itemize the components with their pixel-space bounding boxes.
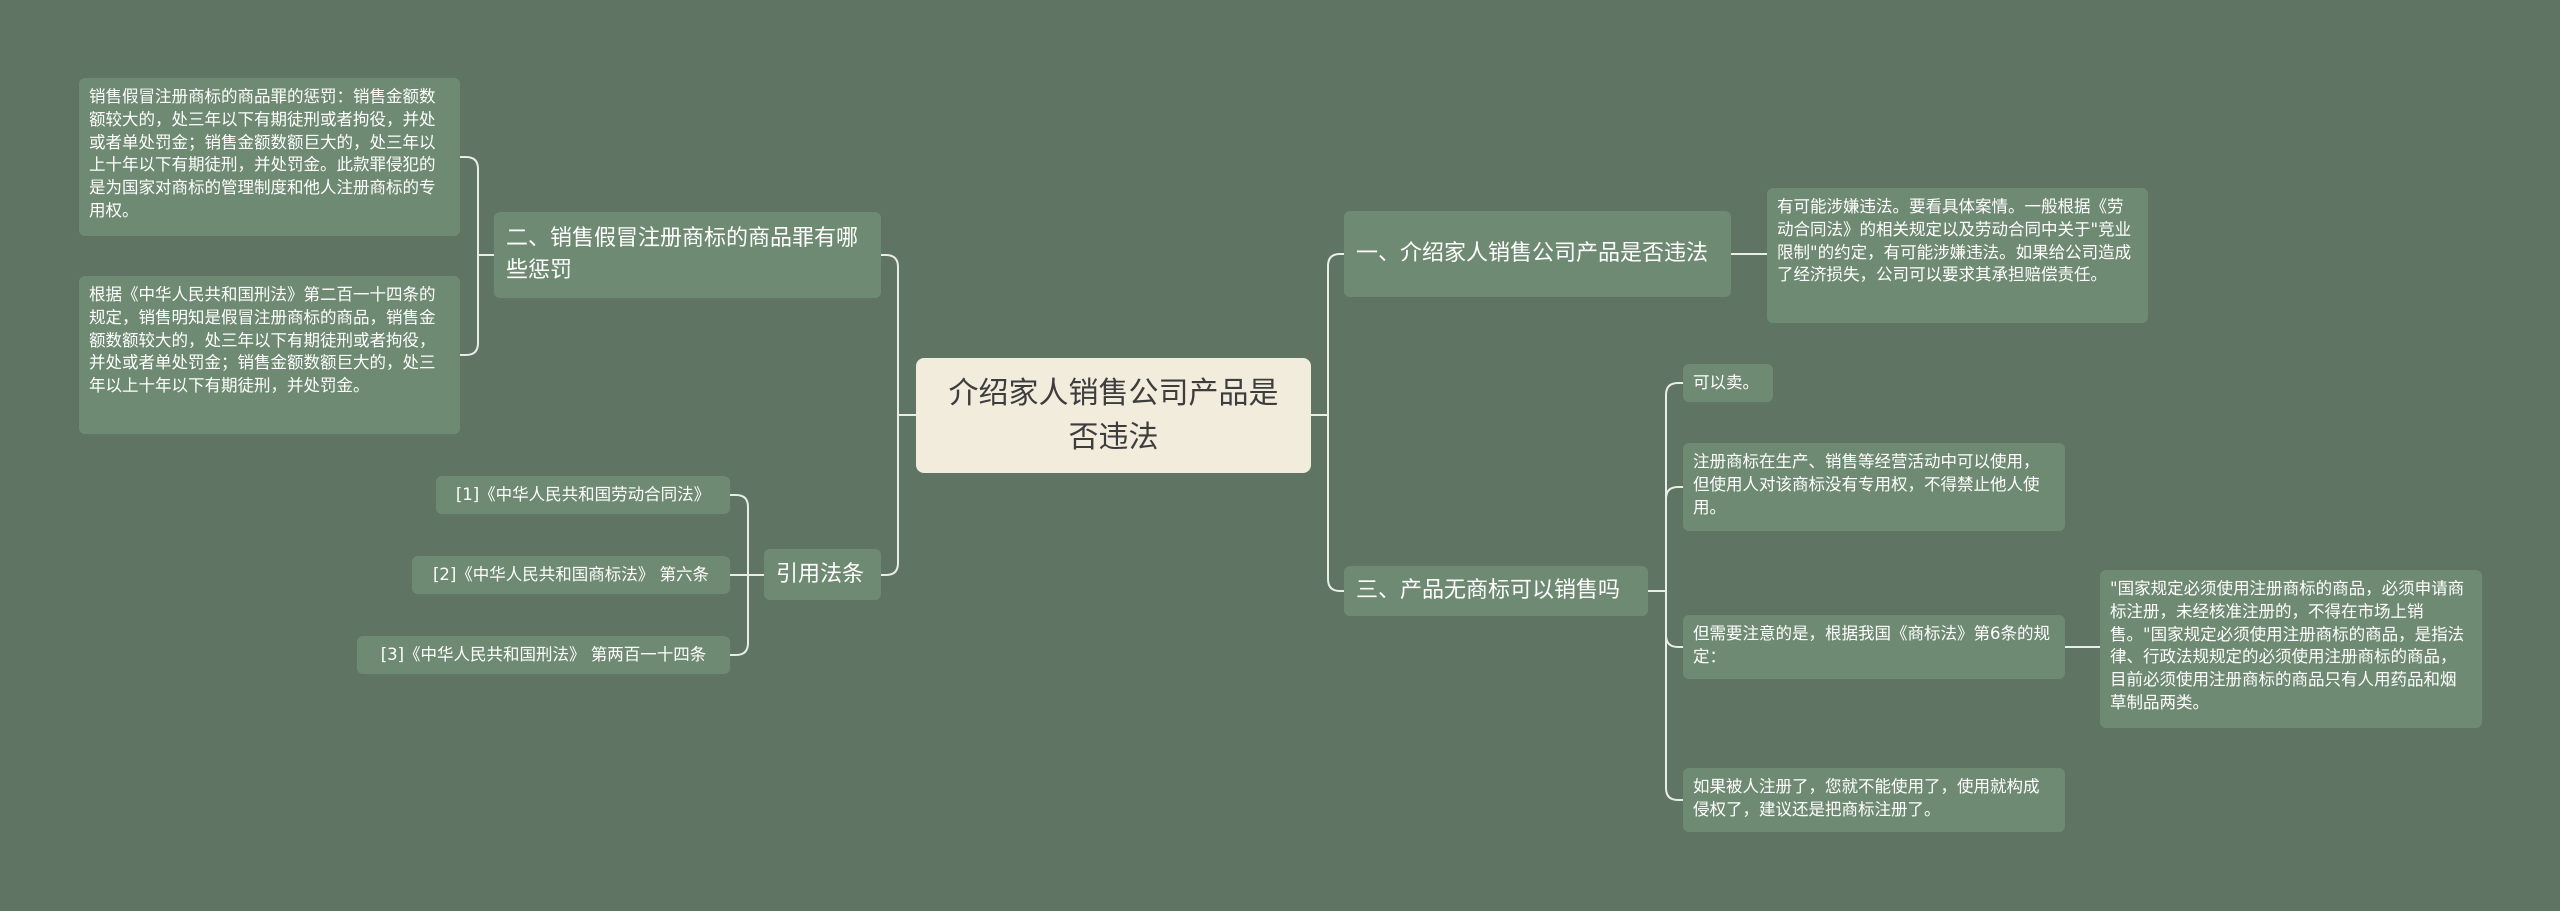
- root-left-edge-0: [881, 254, 899, 415]
- branch-no-trademark[interactable]: 三、产品无商标可以销售吗: [1344, 566, 1648, 616]
- b2-leaves-edge-1: [460, 255, 479, 356]
- root-left-edge-1: [881, 415, 899, 576]
- ref-criminal-law[interactable]: [3]《中华人民共和国刑法》 第两百一十四条: [357, 636, 730, 674]
- leaf-trademark-law-art6[interactable]: 但需要注意的是，根据我国《商标法》第6条的规定：: [1683, 615, 2065, 679]
- b3-leaves-edge-0: [1665, 382, 1683, 591]
- leaf-unregistered-use[interactable]: 注册商标在生产、销售等经营活动中可以使用，但使用人对该商标没有专用权，不得禁止他…: [1683, 443, 2065, 531]
- leaf-can-sell[interactable]: 可以卖。: [1683, 364, 1773, 402]
- ref-labor-contract-law[interactable]: [1]《中华人民共和国劳动合同法》: [436, 476, 730, 514]
- leaf-penalty-summary[interactable]: 销售假冒注册商标的商品罪的惩罚：销售金额数额较大的，处三年以下有期徒刑或者拘役，…: [79, 78, 460, 236]
- leaf-may-be-illegal[interactable]: 有可能涉嫌违法。要看具体案情。一般根据《劳动合同法》的相关规定以及劳动合同中关于…: [1767, 188, 2148, 323]
- b4-refs-edge-0: [730, 494, 749, 575]
- root-right-edge-1: [1327, 415, 1344, 592]
- root-right-edge-0: [1327, 253, 1344, 415]
- branch-intro-family[interactable]: 一、介绍家人销售公司产品是否违法: [1344, 211, 1731, 297]
- root-topic[interactable]: 介绍家人销售公司产品是否违法: [916, 358, 1311, 473]
- b3-leaves-edge-1: [1665, 486, 1683, 591]
- branch-counterfeit-penalty[interactable]: 二、销售假冒注册商标的商品罪有哪些惩罚: [494, 212, 881, 298]
- branch-cited-laws[interactable]: 引用法条: [764, 549, 881, 600]
- leaf-art6-quote[interactable]: "国家规定必须使用注册商标的商品，必须申请商标注册，未经核准注册的，不得在市场上…: [2100, 570, 2482, 728]
- b4-refs-edge-2: [730, 575, 749, 656]
- leaf-criminal-law-214[interactable]: 根据《中华人民共和国刑法》第二百一十四条的规定，销售明知是假冒注册商标的商品，销…: [79, 276, 460, 434]
- b3-leaves-edge-2: [1665, 591, 1683, 648]
- ref-trademark-law[interactable]: [2]《中华人民共和国商标法》 第六条: [412, 556, 730, 594]
- b3-leaves-edge-3: [1665, 591, 1683, 801]
- leaf-register-advice[interactable]: 如果被人注册了，您就不能使用了，使用就构成侵权了，建议还是把商标注册了。: [1683, 768, 2065, 832]
- b2-leaves-edge-0: [460, 156, 479, 255]
